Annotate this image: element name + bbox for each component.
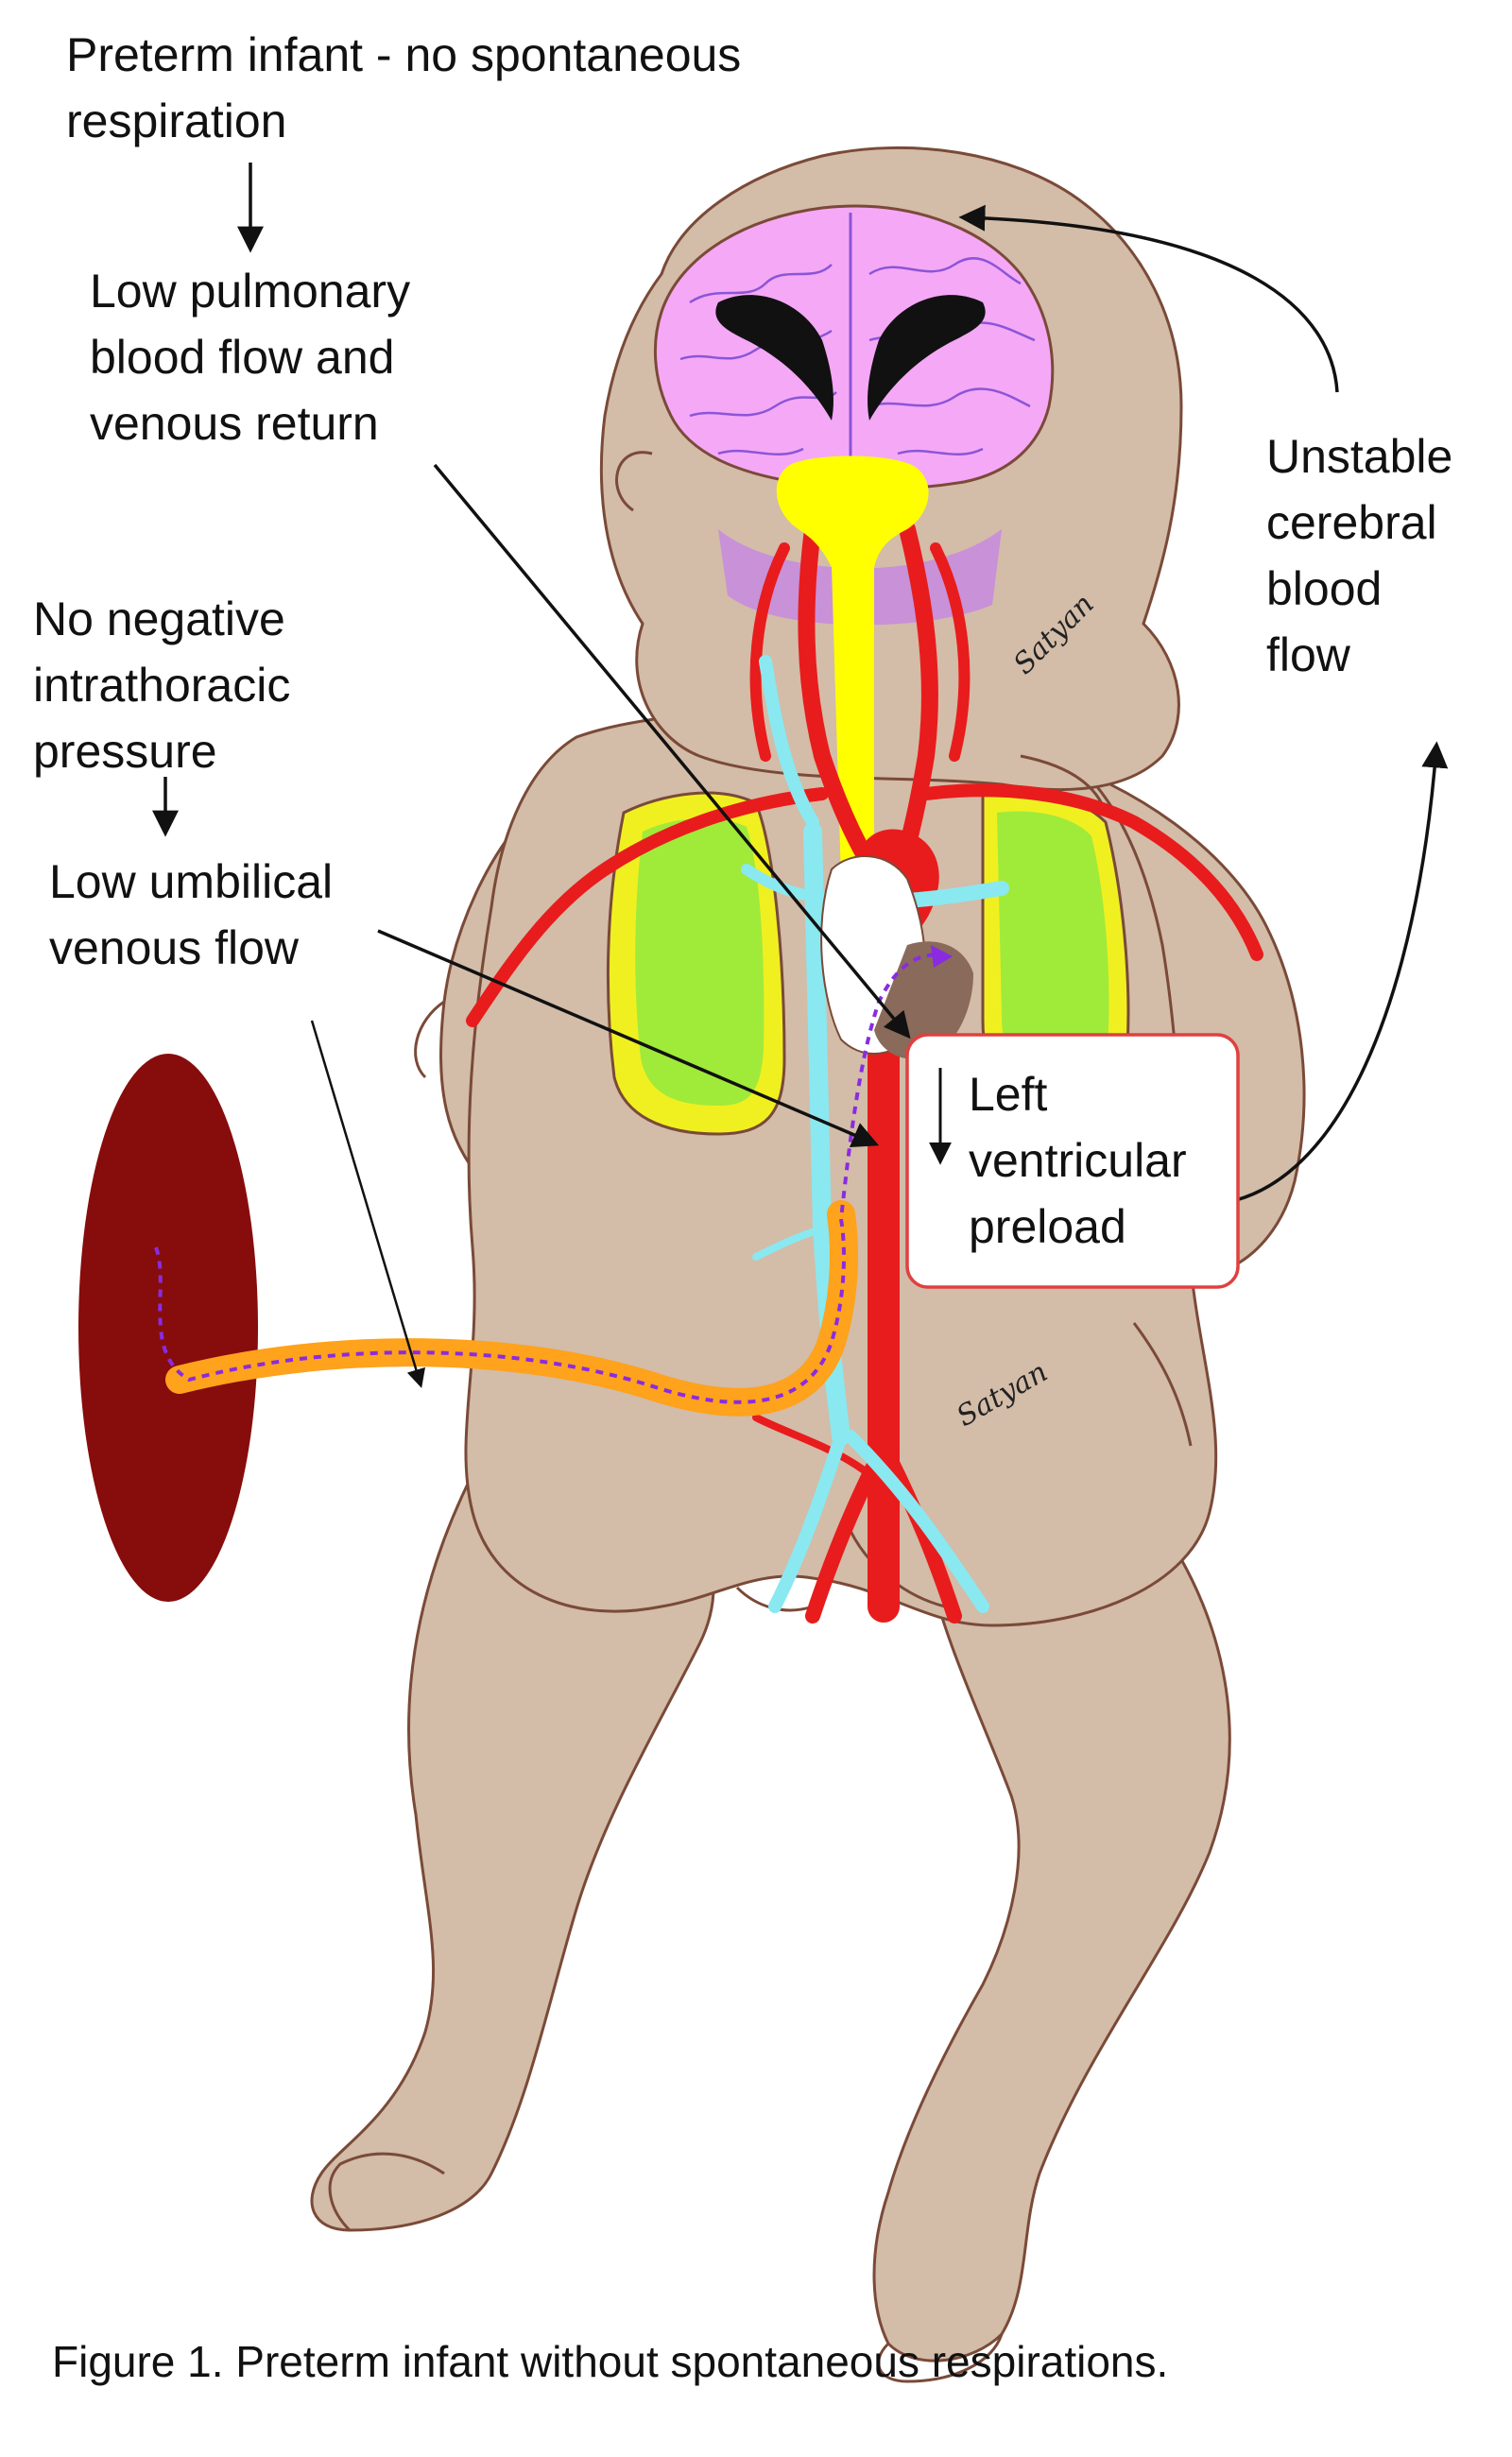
label-lv-2: ventricular xyxy=(969,1134,1187,1187)
label-pulmonary-1: Low pulmonary xyxy=(90,265,410,318)
label-negative-1: No negative xyxy=(33,593,285,645)
brain xyxy=(654,204,1055,490)
arrow-box-to-unstable xyxy=(1204,741,1449,1207)
arrow-to-brain xyxy=(958,204,1339,393)
ear xyxy=(615,451,653,512)
label-pulmonary-2: blood flow and xyxy=(90,331,394,384)
placenta xyxy=(78,1054,258,1602)
cerebral-ventricle-left xyxy=(715,295,833,421)
arrow-label-to-cord xyxy=(310,1020,426,1388)
label-unstable-3: blood xyxy=(1266,562,1382,615)
figure-caption: Figure 1. Preterm infant without spontan… xyxy=(52,2337,1168,2386)
label-umbilical-1: Low umbilical xyxy=(49,855,333,908)
label-pulmonary-3: venous return xyxy=(90,397,379,450)
dotted-flow-path xyxy=(154,953,941,1404)
arrow-umbilical-to-heart xyxy=(377,929,880,1148)
label-umbilical-2: venous flow xyxy=(49,921,300,974)
label-preterm-2: respiration xyxy=(66,94,286,147)
label-lv-3: preload xyxy=(969,1200,1126,1253)
left-leg xyxy=(310,1472,715,2232)
label-preterm-1: Preterm infant - no spontaneous xyxy=(66,28,741,81)
label-negative-2: intrathoracic xyxy=(33,659,290,712)
right-foot xyxy=(877,2333,1004,2383)
lv-preload-box xyxy=(905,1033,1240,1289)
right-leg xyxy=(872,1557,1231,2362)
label-unstable-2: cerebral xyxy=(1266,496,1437,549)
spinal-cord xyxy=(776,455,929,887)
label-unstable-4: flow xyxy=(1266,628,1351,681)
label-lv-1: Left xyxy=(969,1068,1048,1121)
label-unstable-1: Unstable xyxy=(1266,430,1452,483)
annotation-arrows xyxy=(152,163,1449,1388)
arrow-pulmonary-to-heart xyxy=(433,463,911,1040)
cerebral-ventricle-right xyxy=(868,295,986,421)
label-negative-3: pressure xyxy=(33,725,217,778)
left-hand xyxy=(414,1000,445,1079)
left-foot xyxy=(328,2152,445,2232)
